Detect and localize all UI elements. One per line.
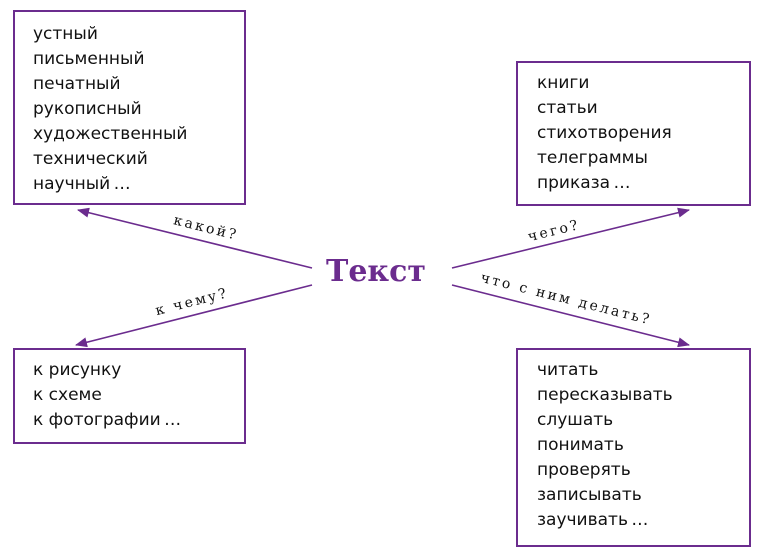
list-item: проверять — [537, 460, 631, 480]
list-item: рукописный — [33, 99, 142, 119]
arrow-bottom-left — [75, 284, 313, 348]
list-item: записывать — [537, 485, 642, 505]
arrow-top-right — [451, 207, 690, 269]
arrow-bottom-right — [451, 284, 690, 348]
list-item: стихотворения — [537, 123, 672, 143]
arrow-top-left — [77, 207, 313, 269]
text-of-what-box: книги статьи стихотворения телеграммы пр… — [516, 61, 751, 206]
list-item: приказа … — [537, 173, 631, 193]
list-item: читать — [537, 360, 599, 380]
list-item: технический — [33, 149, 148, 169]
text-to-what-box: к рисунку к схеме к фотографии … — [13, 348, 246, 444]
list-item: статьи — [537, 98, 598, 118]
list-item: понимать — [537, 435, 624, 455]
list-item: к схеме — [33, 385, 102, 405]
list-item: слушать — [537, 410, 614, 430]
text-types-box: устный письменный печатный рукописный ху… — [13, 10, 246, 205]
list-item: книги — [537, 73, 590, 93]
text-to-what-list: к рисунку к схеме к фотографии … — [33, 358, 244, 433]
list-item: художественный — [33, 124, 188, 144]
list-item: к рисунку — [33, 360, 122, 380]
list-item: устный — [33, 24, 98, 44]
question-top-left: какой? — [172, 212, 240, 243]
center-title: Текст — [326, 254, 426, 289]
text-of-what-list: книги статьи стихотворения телеграммы пр… — [537, 71, 749, 196]
list-item: к фотографии … — [33, 410, 182, 430]
list-item: заучивать … — [537, 510, 649, 530]
list-item: телеграммы — [537, 148, 648, 168]
question-top-right: чего? — [526, 217, 582, 245]
question-bottom-left: к чему? — [154, 285, 231, 319]
list-item: пересказывать — [537, 385, 673, 405]
text-actions-box: читать пересказывать слушать понимать пр… — [516, 348, 751, 547]
text-actions-list: читать пересказывать слушать понимать пр… — [537, 358, 749, 533]
list-item: научный … — [33, 174, 131, 194]
list-item: письменный — [33, 49, 145, 69]
text-types-list: устный письменный печатный рукописный ху… — [33, 22, 244, 197]
list-item: печатный — [33, 74, 121, 94]
